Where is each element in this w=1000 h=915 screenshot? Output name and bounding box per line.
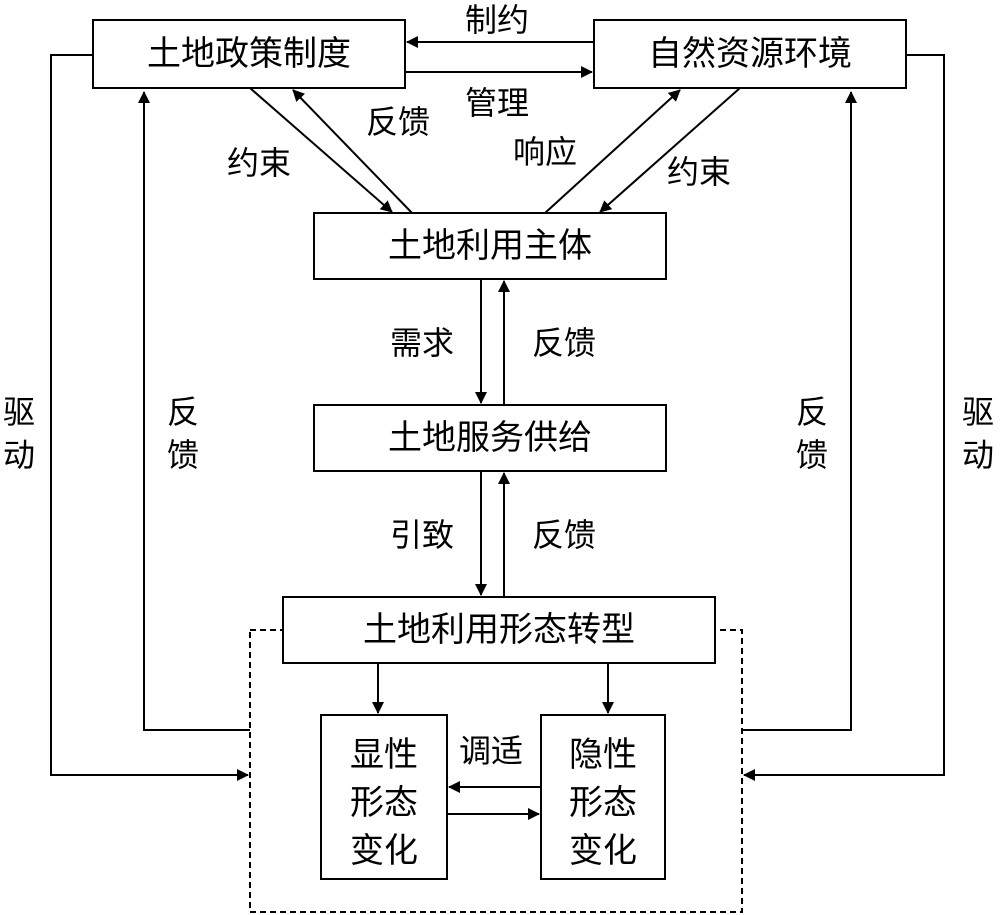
manage-label: 管理 <box>465 84 529 122</box>
feedback-supply-label: 反馈 <box>532 516 596 554</box>
feedback-right-char-2: 馈 <box>796 436 828 474</box>
implicit-change-line-1: 隐性 <box>569 735 637 775</box>
left-drive-arrow <box>50 54 249 781</box>
demand-label: 需求 <box>390 324 454 362</box>
implicit-change-box <box>540 714 666 880</box>
drive-right-char-1: 驱 <box>962 393 994 431</box>
drive-left-char-1: 驱 <box>3 393 35 431</box>
explicit-change-line-3: 变化 <box>350 831 418 871</box>
land-policy-label: 土地政策制度 <box>147 34 351 74</box>
natural-env-label: 自然资源环境 <box>648 34 852 74</box>
natural-env-box <box>593 19 907 89</box>
left-feedback-arrow <box>138 91 250 731</box>
explicit-change-line-2: 形态 <box>350 783 418 823</box>
land-use-transition-label: 土地利用形态转型 <box>363 610 635 650</box>
feedback-subject-label: 反馈 <box>532 324 596 362</box>
right-feedback-arrow <box>742 91 857 731</box>
land-use-subject-box <box>313 212 667 280</box>
subject-feedback-policy-arrow <box>292 89 413 214</box>
constrain-left-label: 约束 <box>227 144 291 182</box>
explicit-change-box <box>320 714 448 880</box>
subject-respond-arrow <box>544 89 681 214</box>
implicit-change-line-2: 形态 <box>569 783 637 823</box>
land-service-supply-box <box>313 404 667 472</box>
land-service-supply-label: 土地服务供给 <box>388 418 592 458</box>
feedback-left-char-2: 馈 <box>167 436 199 474</box>
policy-constrain-arrow <box>249 87 393 213</box>
drive-left-char-2: 动 <box>3 436 35 474</box>
feedback-left-char-1: 反 <box>167 393 199 431</box>
respond-label: 响应 <box>513 133 577 171</box>
lead-to-label: 引致 <box>390 516 454 554</box>
constrain-right-label: 约束 <box>667 153 731 191</box>
implicit-change-line-3: 变化 <box>569 831 637 871</box>
right-drive-arrow <box>743 54 945 781</box>
feedback-policy-label: 反馈 <box>366 103 430 141</box>
feedback-right-char-1: 反 <box>796 393 828 431</box>
land-use-subject-label: 土地利用主体 <box>388 226 592 266</box>
constraint-label: 制约 <box>465 1 529 39</box>
drive-right-char-2: 动 <box>962 436 994 474</box>
land-policy-box <box>92 19 406 89</box>
explicit-change-line-1: 显性 <box>350 735 418 775</box>
land-use-transition-box <box>282 596 716 664</box>
adapt-label: 调适 <box>459 732 523 770</box>
env-constrain-arrow <box>599 87 741 213</box>
